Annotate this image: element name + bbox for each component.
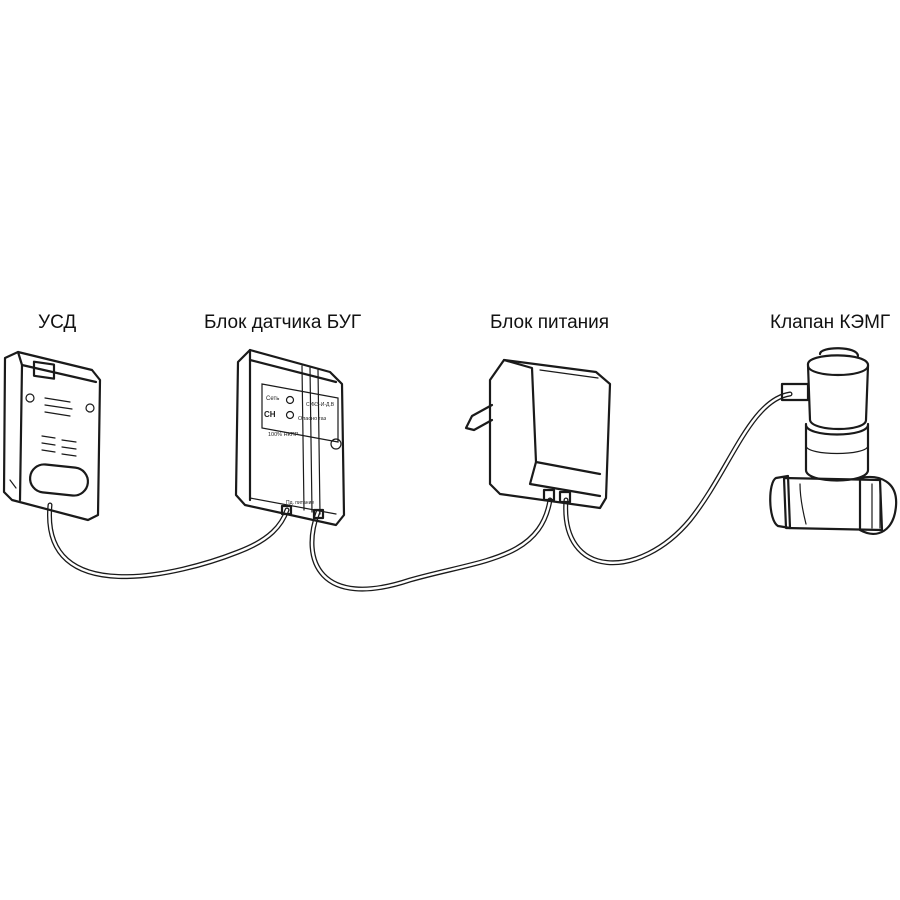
sensor-mark-label: 100% НКПР — [268, 432, 299, 438]
sensor-block: Сеть СИКЗ-И-Д.В CH Опасно газ 100% НКПР … — [234, 348, 346, 527]
label-sensor-block: Блок датчика БУГ — [204, 312, 361, 333]
label-power-block: Блок питания — [490, 312, 609, 333]
sensor-set-label: Сеть — [266, 396, 279, 402]
sensor-hazard-label: Опасно газ — [298, 416, 327, 422]
valve-kemg — [769, 347, 898, 535]
label-valve: Клапан КЭМГ — [770, 312, 890, 333]
sensor-ch-label: CH — [264, 410, 276, 419]
sensor-model-label: СИКЗ-И-Д.В — [306, 402, 335, 408]
cables — [47, 391, 793, 592]
label-usd: УСД — [38, 312, 76, 333]
sensor-bottom-label: Пд. питание — [286, 500, 314, 506]
usd-device — [2, 350, 102, 522]
power-block — [464, 358, 612, 510]
